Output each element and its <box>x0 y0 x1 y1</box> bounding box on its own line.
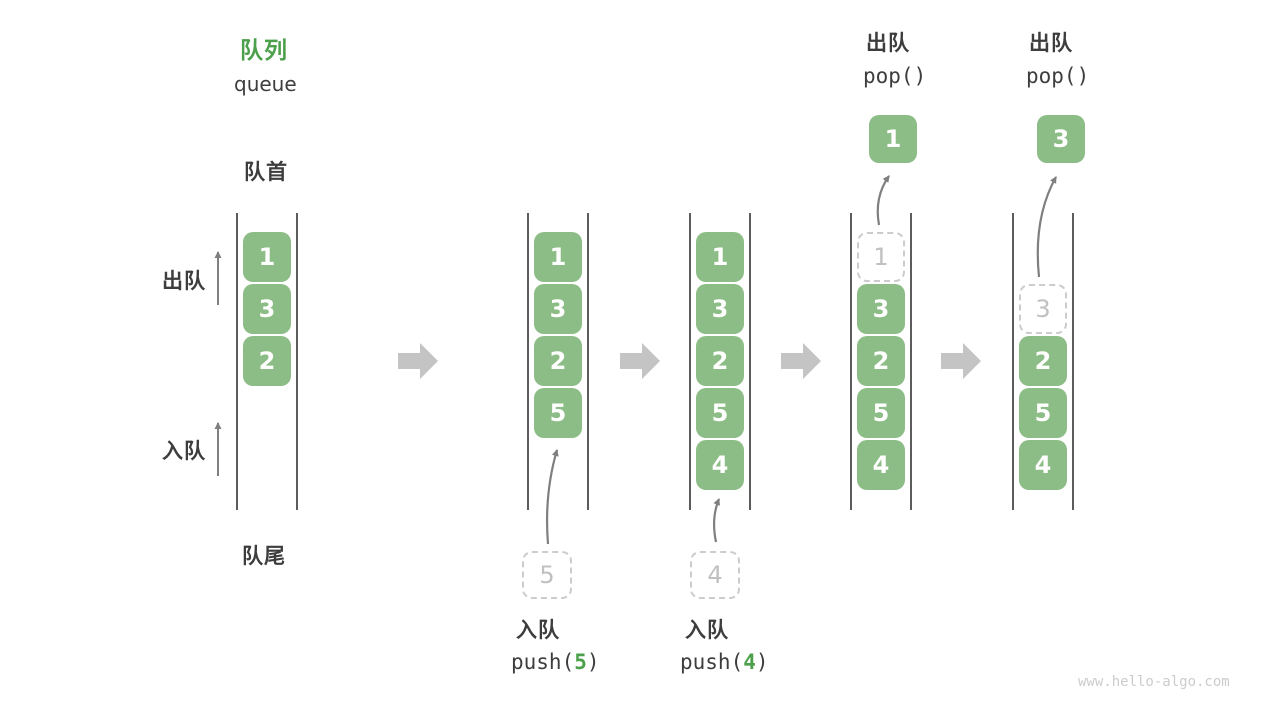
state-transition-arrow-icon <box>781 343 821 379</box>
queue-item: 3 <box>243 284 291 334</box>
popped-element-box: 3 <box>1037 115 1085 163</box>
code-pre: push( <box>680 650 744 674</box>
removed-item-ghost: 3 <box>1019 284 1067 334</box>
queue-item: 1 <box>534 232 582 282</box>
queue-column-2: 1 3 2 5 <box>527 213 589 510</box>
state-transition-arrow-icon <box>620 343 660 379</box>
code-pre: pop( <box>1026 64 1077 88</box>
pending-element-box: 5 <box>522 551 572 599</box>
queue-item: 1 <box>696 232 744 282</box>
code-pre: push( <box>511 650 575 674</box>
code-post: ) <box>755 650 769 674</box>
popped-element-box: 1 <box>869 115 917 163</box>
queue-item: 4 <box>1019 440 1067 490</box>
queue-item: 4 <box>696 440 744 490</box>
dequeue-op-code: pop() <box>1026 64 1089 88</box>
diagram-title-zh: 队列 <box>240 38 288 64</box>
queue-front-label: 队首 <box>244 160 288 184</box>
queue-item: 2 <box>696 336 744 386</box>
queue-item: 3 <box>534 284 582 334</box>
removed-item-ghost: 1 <box>857 232 905 282</box>
dequeue-op-code: pop() <box>863 64 926 88</box>
code-arg: 4 <box>743 650 756 674</box>
queue-item: 5 <box>1019 388 1067 438</box>
dequeue-op-label: 出队 <box>866 31 910 55</box>
code-post: ) <box>913 64 927 88</box>
enqueue-op-label: 入队 <box>685 618 729 642</box>
queue-column-5: 3 2 5 4 <box>1012 213 1074 510</box>
queue-item: 3 <box>696 284 744 334</box>
code-post: ) <box>586 650 600 674</box>
code-post: ) <box>1076 64 1090 88</box>
pending-element-box: 4 <box>690 551 740 599</box>
queue-item: 1 <box>243 232 291 282</box>
queue-item: 2 <box>1019 336 1067 386</box>
dequeue-op-label: 出队 <box>1029 31 1073 55</box>
enqueue-op-code: push(5) <box>511 650 600 674</box>
dequeue-direction-label: 出队 <box>162 269 206 293</box>
watermark: www.hello-algo.com <box>1078 674 1230 690</box>
queue-item: 3 <box>857 284 905 334</box>
queue-item: 5 <box>696 388 744 438</box>
queue-column-1: 1 3 2 <box>236 213 298 510</box>
queue-column-4: 1 3 2 5 4 <box>850 213 912 510</box>
enqueue-direction-label: 入队 <box>162 439 206 463</box>
state-transition-arrow-icon <box>941 343 981 379</box>
enqueue-op-code: push(4) <box>680 650 769 674</box>
queue-item: 5 <box>534 388 582 438</box>
enqueue-op-label: 入队 <box>516 618 560 642</box>
queue-item: 2 <box>243 336 291 386</box>
state-transition-arrow-icon <box>398 343 438 379</box>
code-pre: pop( <box>863 64 914 88</box>
queue-column-3: 1 3 2 5 4 <box>689 213 751 510</box>
diagram-title-en: queue <box>234 72 297 96</box>
queue-item: 2 <box>857 336 905 386</box>
queue-item: 5 <box>857 388 905 438</box>
queue-item: 2 <box>534 336 582 386</box>
queue-rear-label: 队尾 <box>242 544 286 568</box>
code-arg: 5 <box>574 650 587 674</box>
queue-item: 4 <box>857 440 905 490</box>
